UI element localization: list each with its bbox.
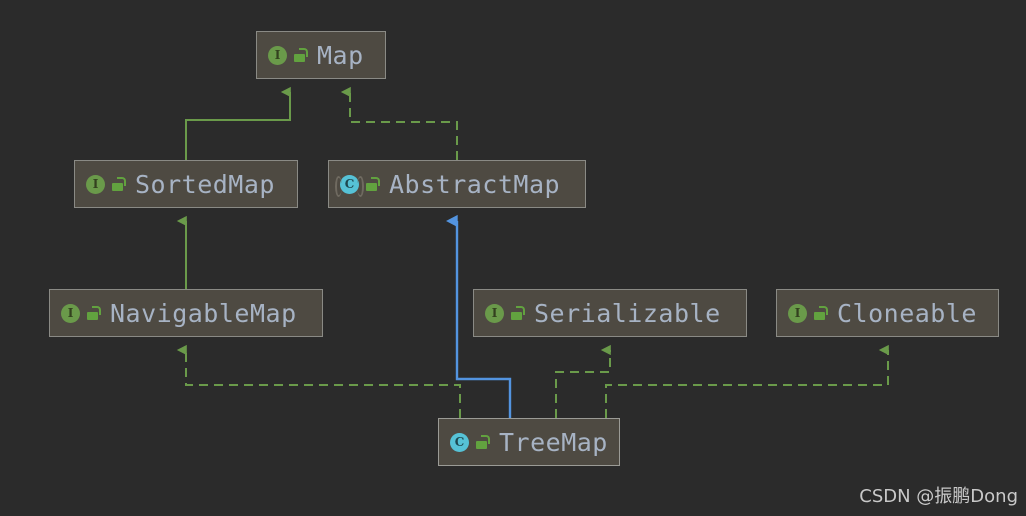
unlock-icon — [294, 48, 308, 62]
node-navigablemap-label: NavigableMap — [110, 298, 297, 328]
node-serializable[interactable]: I Serializable — [473, 289, 747, 337]
watermark: CSDN @振鹏Dong — [859, 486, 1018, 507]
node-sortedmap-label: SortedMap — [135, 169, 275, 199]
node-serializable-label: Serializable — [534, 298, 721, 328]
edge-treemap-implements-navigablemap — [176, 344, 461, 418]
node-sortedmap-icons: I — [86, 174, 126, 194]
interface-icon: I — [788, 303, 807, 323]
interface-icon: I — [485, 303, 504, 323]
unlock-icon — [112, 177, 126, 191]
node-abstractmap[interactable]: C AbstractMap — [328, 160, 586, 208]
node-treemap-icons: C — [450, 432, 490, 452]
node-map-label: Map — [317, 40, 364, 70]
interface-icon: I — [61, 303, 80, 323]
edge-treemap-implements-cloneable — [605, 344, 889, 418]
node-map-icons: I — [268, 45, 308, 65]
node-sortedmap[interactable]: I SortedMap — [74, 160, 298, 208]
interface-icon: I — [268, 45, 287, 65]
edge-abstractmap-implements-map — [340, 86, 458, 160]
unlock-icon — [87, 306, 101, 320]
node-navigablemap-icons: I — [61, 303, 101, 323]
node-treemap[interactable]: C TreeMap — [438, 418, 620, 466]
abstract-class-icon: C — [335, 174, 364, 197]
node-map[interactable]: I Map — [256, 31, 386, 79]
node-navigablemap[interactable]: I NavigableMap — [49, 289, 323, 337]
node-serializable-icons: I — [485, 303, 525, 323]
interface-icon: I — [86, 174, 105, 194]
node-cloneable[interactable]: I Cloneable — [776, 289, 999, 337]
node-abstractmap-icons: C — [335, 174, 380, 197]
unlock-icon — [476, 435, 490, 449]
class-icon: C — [450, 432, 469, 452]
node-cloneable-icons: I — [788, 303, 828, 323]
unlock-icon — [511, 306, 525, 320]
node-treemap-label: TreeMap — [499, 427, 608, 457]
node-cloneable-label: Cloneable — [837, 298, 977, 328]
edge-treemap-implements-serializable — [555, 344, 611, 418]
unlock-icon — [366, 177, 380, 191]
edge-sortedmap-extends-map — [185, 86, 291, 160]
unlock-icon — [814, 306, 828, 320]
node-abstractmap-label: AbstractMap — [389, 169, 561, 199]
